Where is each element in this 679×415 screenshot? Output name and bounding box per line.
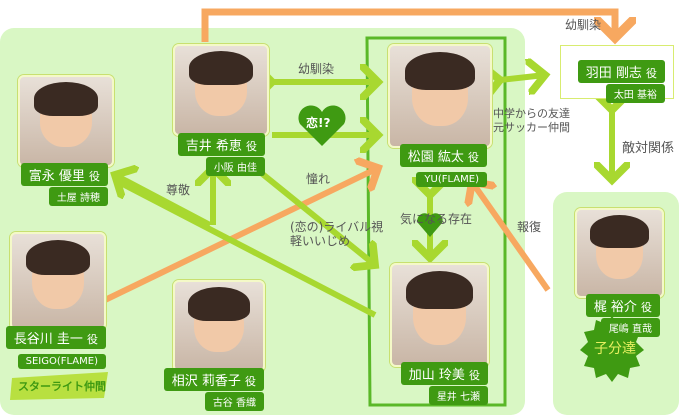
label-aizawa: 相沢 莉香子 役古谷 香織 xyxy=(160,368,264,411)
relation-rival: (恋の)ライバル視軽いいじめ xyxy=(290,220,384,248)
starlight-label: スターライト仲間 xyxy=(18,380,106,393)
childhood-arrow-top xyxy=(201,8,615,42)
interest-heart-icon xyxy=(417,213,443,237)
relation-childhood-top: 幼馴染 xyxy=(565,18,602,32)
love-heart-icon xyxy=(298,105,346,146)
relation-admire: 憧れ xyxy=(306,172,331,186)
photo-hasegawa xyxy=(10,232,106,330)
relation-love: 恋!? xyxy=(306,116,331,130)
label-yoshii: 吉井 希恵 役小阪 由佳 xyxy=(165,133,265,176)
admire-arrow xyxy=(103,168,378,303)
label-kayama: 加山 玲美 役星井 七瀬 xyxy=(378,362,488,405)
relation-interest: 気になる存在 xyxy=(400,212,473,226)
photo-matsuzono xyxy=(388,44,492,148)
relation-respect: 尊敬 xyxy=(166,183,191,197)
friends-arrow xyxy=(500,75,545,80)
photo-yoshii xyxy=(173,44,269,136)
photo-aizawa xyxy=(173,280,265,372)
relation-enemy: 敵対関係 xyxy=(622,141,675,156)
hasegawa-kayama-line xyxy=(113,177,377,318)
photo-tominaga xyxy=(18,75,114,167)
photo-kaji xyxy=(575,208,664,298)
photo-kayama xyxy=(390,263,489,367)
revenge-arrow xyxy=(472,182,551,292)
label-kaji: 梶 裕介 役尾嶋 直哉 xyxy=(560,294,660,337)
relation-revenge: 報復 xyxy=(517,220,542,234)
label-tominaga: 富永 優里 役土屋 詩穂 xyxy=(10,163,108,206)
starlight-badge xyxy=(10,372,108,400)
frame-matsuzono-kayama xyxy=(365,36,507,407)
rival-arrow xyxy=(253,165,375,265)
henchmen-label: 子分達 xyxy=(594,341,636,357)
relation-childhood-mid: 幼馴染 xyxy=(298,62,335,76)
relation-friends: 中学からの友達元サッカー仲間 xyxy=(493,107,570,134)
label-haneda: 羽田 剛志 役太田 基裕 xyxy=(563,60,665,103)
respect-arrow-tominaga xyxy=(115,175,212,228)
